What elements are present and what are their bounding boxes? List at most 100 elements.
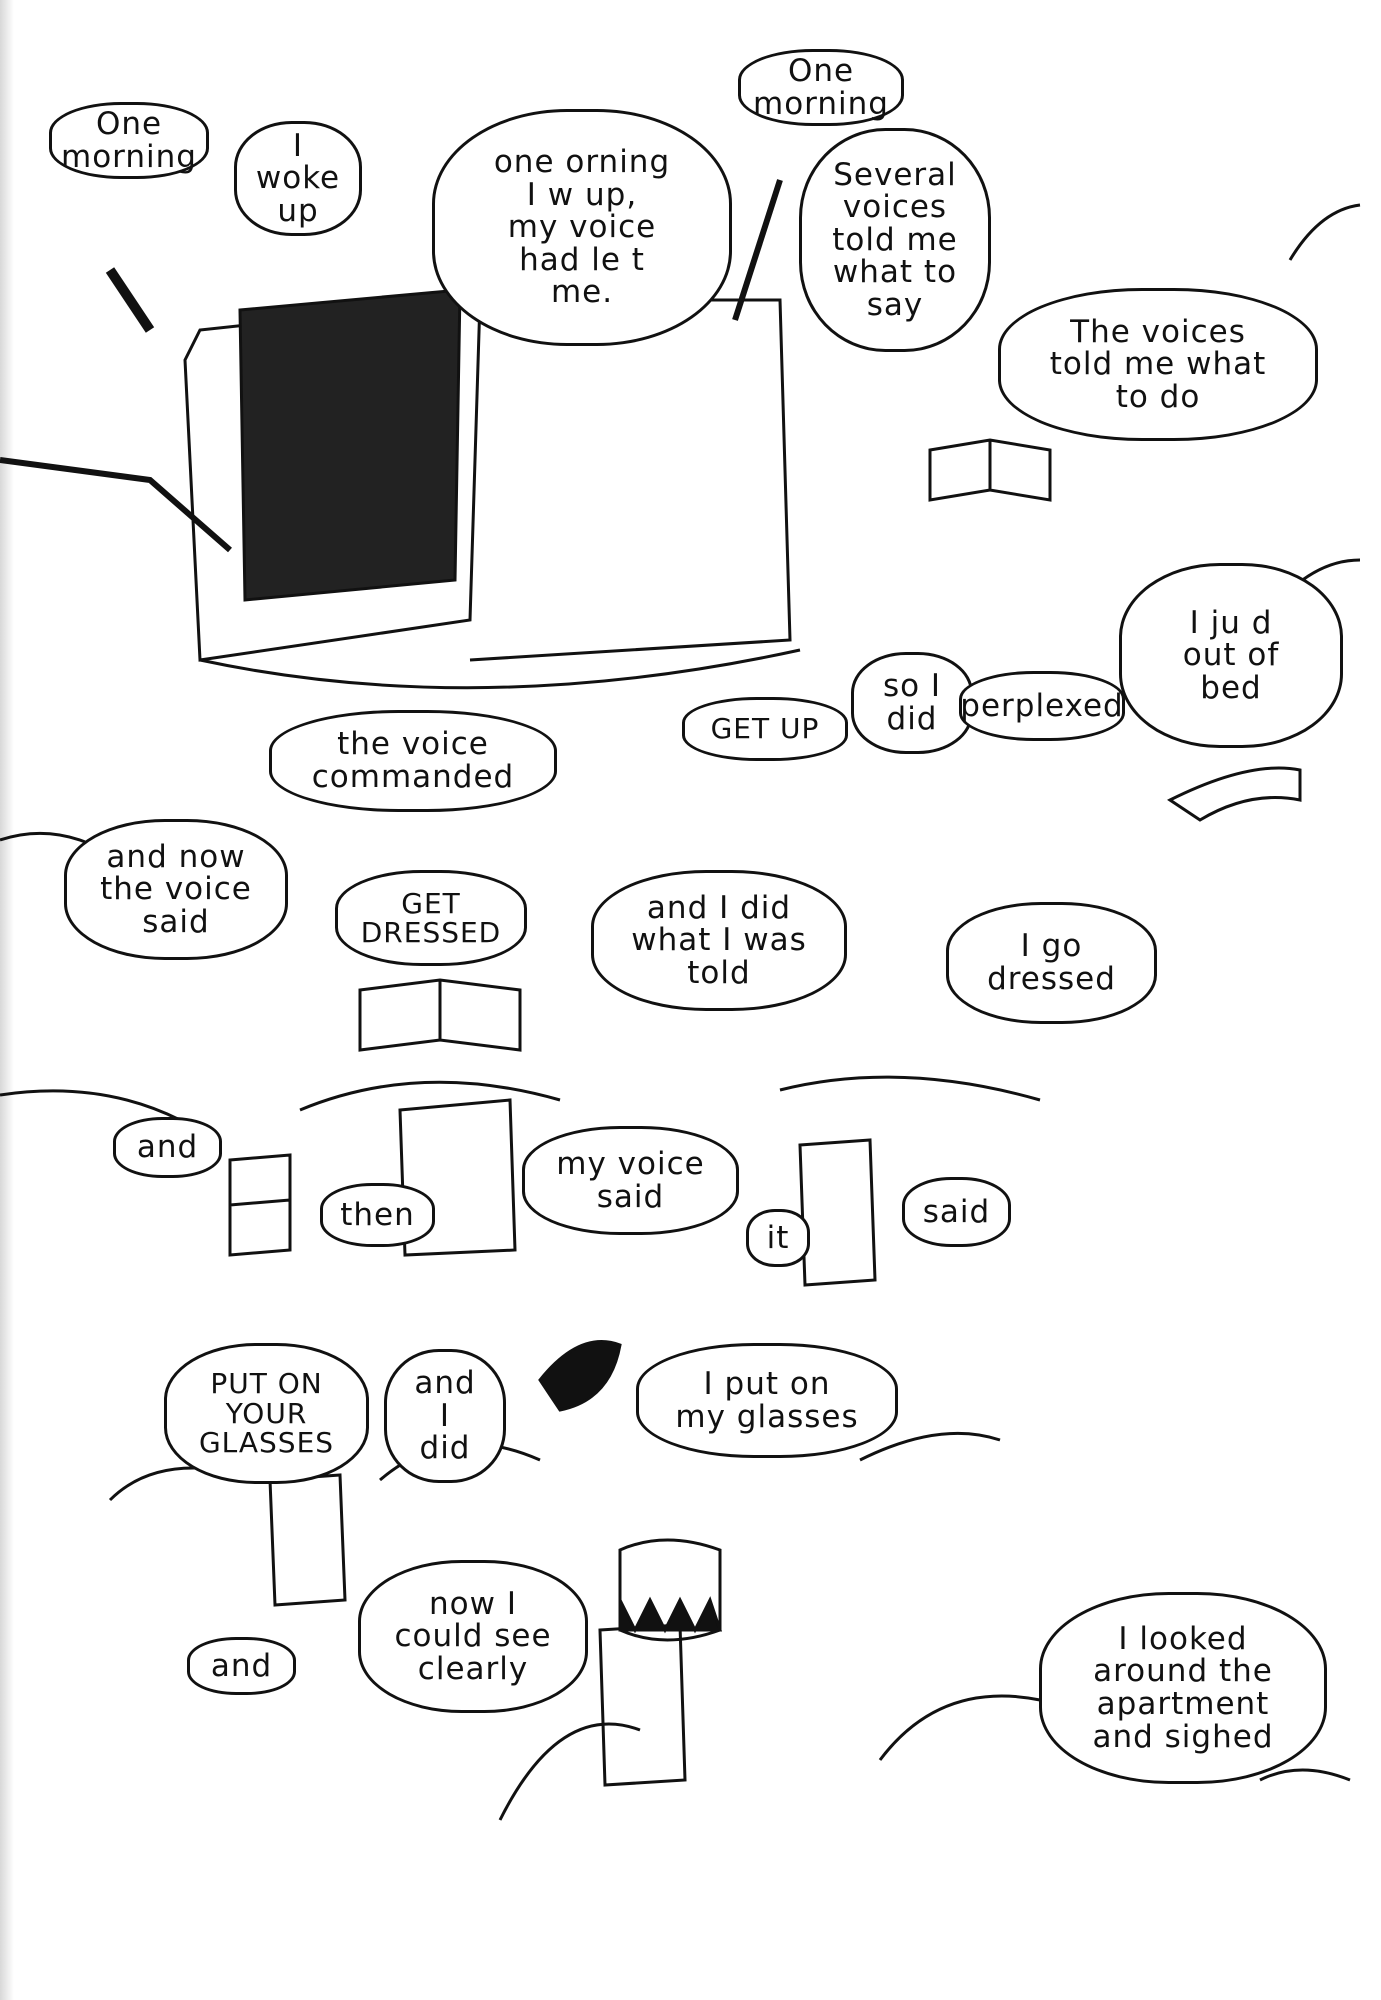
bubble-text-line: commanded: [311, 759, 515, 795]
bubble-text-line: and I did: [646, 889, 792, 926]
speech-bubble-and-1: and: [113, 1117, 222, 1178]
bubble-text-line: me.: [550, 274, 614, 311]
bubble-text-line: then: [340, 1196, 415, 1233]
bubble-text-line: my voice: [556, 1145, 705, 1182]
window-block-4: [268, 1473, 347, 1607]
bubble-text-line: bed: [1200, 669, 1262, 706]
bubble-text-line: One: [787, 52, 855, 89]
bubble-text-line: told me: [832, 221, 958, 258]
bubble-text-line: the voice: [100, 871, 252, 908]
bubble-text-line: did: [419, 1430, 471, 1467]
bubble-text-line: PUT ON: [210, 1367, 323, 1401]
building-right-wall: [469, 298, 792, 662]
bubble-text-line: one orning: [493, 144, 671, 181]
dark-window: [238, 288, 462, 602]
bubble-text-line: perplexed: [960, 687, 1124, 724]
bubble-text-line: told me what: [1049, 346, 1267, 383]
bubble-text-line: the voice: [337, 726, 489, 763]
bubble-text-line: I ju d: [1189, 604, 1273, 641]
stick-tool-left: [0, 457, 232, 553]
bubble-text-line: I looked: [1118, 1620, 1248, 1657]
bubble-text-line: say: [866, 286, 924, 323]
bubble-text-line: and: [136, 1129, 199, 1166]
bubble-text-line: dressed: [987, 961, 1116, 997]
bubble-text-line: The voices: [1070, 313, 1246, 350]
window-block-3: [798, 1138, 877, 1287]
bubble-text-line: DRESSED: [360, 916, 502, 949]
black-blob: [538, 1340, 622, 1412]
bubble-text-line: around the: [1093, 1653, 1273, 1690]
bubble-text-line: I w up,: [526, 176, 638, 213]
bubble-text-line: up: [277, 192, 319, 229]
speech-bubble-then: then: [320, 1183, 435, 1247]
bubble-text-line: what to: [832, 254, 958, 291]
window-block-5: [598, 1623, 687, 1787]
drum-teeth: [618, 1596, 723, 1634]
bubble-text-line: said: [922, 1193, 991, 1230]
bubble-text-line: had le t: [519, 241, 645, 278]
stick-tool-top: [105, 267, 155, 333]
bubble-text-line: what I was: [631, 922, 807, 959]
bubble-text-line: and: [414, 1365, 476, 1402]
bubble-text-line: my voice: [507, 209, 657, 246]
bubble-text-line: morning: [61, 138, 197, 175]
speech-bubble-said: said: [902, 1177, 1011, 1247]
bubble-text-line: voices: [842, 189, 948, 226]
bubble-text-line: I put on: [703, 1365, 831, 1402]
bench: [1167, 766, 1302, 822]
open-book-1: [358, 978, 522, 1052]
hill-line-2: [0, 1075, 1041, 1122]
bubble-text-line: and now: [106, 838, 246, 875]
bubble-text-line: and: [210, 1647, 273, 1684]
building-base: [199, 648, 801, 690]
bubble-text-line: out of: [1182, 637, 1280, 674]
bubble-text-line: YOUR: [225, 1396, 308, 1430]
bubble-text-line: I: [292, 127, 304, 164]
bubble-text-line: it: [766, 1219, 790, 1256]
bubble-text-line: Several: [833, 156, 957, 193]
speech-bubble-it: it: [746, 1209, 810, 1267]
speech-bubble-perplexed: perplexed: [959, 671, 1125, 741]
bubble-text-line: apartment: [1096, 1686, 1270, 1722]
bubble-text-line: said: [142, 903, 210, 940]
building-left-wall: [183, 298, 482, 662]
bubble-text-line: GET: [401, 886, 461, 920]
bubble-text-line: morning: [753, 85, 889, 122]
bubble-text-line: so I: [882, 668, 942, 705]
bubble-text-line: GLASSES: [198, 1426, 335, 1460]
page-edge-shadow: [0, 0, 14, 2000]
bubble-text-line: I go: [1020, 928, 1083, 965]
bubble-text-line: could see: [394, 1618, 552, 1655]
speech-bubble-get-up: GET UP: [682, 697, 848, 761]
bubble-text-line: to do: [1115, 378, 1201, 415]
speech-bubble-and-2: and: [187, 1637, 296, 1695]
stick-tool-right: [732, 179, 783, 321]
bubble-text-line: One: [95, 105, 163, 142]
bubble-text-line: did: [886, 701, 938, 737]
bubble-text-line: and sighed: [1092, 1718, 1274, 1755]
hill-line-4: [498, 1694, 1351, 1821]
bubble-text-line: told: [687, 954, 751, 991]
bubble-text-line: GET UP: [710, 712, 820, 746]
open-book-2: [928, 438, 1052, 502]
bubble-text-line: said: [596, 1178, 665, 1215]
